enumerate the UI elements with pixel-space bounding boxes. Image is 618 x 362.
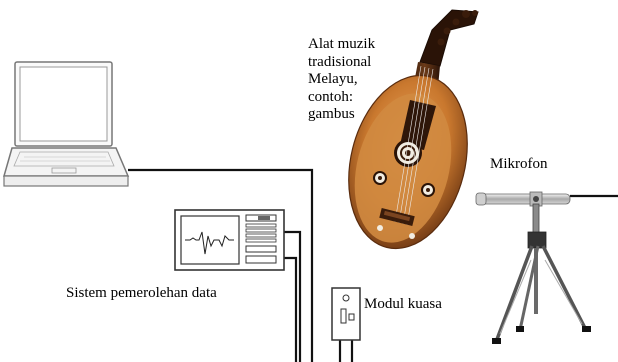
microphone-icon [475,191,571,207]
instrument-label: Alat muzik tradisional Melayu, contoh: g… [308,36,375,124]
power-module-label: Modul kuasa [364,296,442,312]
instrument-label-line: Melayu, [308,71,358,87]
instrument-label-line: gambus [308,106,355,122]
daq-to-power-cable-2 [284,256,298,362]
instrument-label-line: tradisional [308,53,372,70]
microphone-label: Mikrofon [490,156,548,172]
daq-system-label: Sistem pemerolehan data [66,285,217,301]
data-acquisition-unit-icon [174,209,285,271]
laptop-cable [128,168,314,362]
oud-gambus-icon [348,9,479,250]
power-module-icon [331,287,361,341]
instrument-label-line: Alat muzik [308,36,376,52]
daq-to-power-cable-1 [284,230,302,362]
rosette [394,139,422,167]
instrument-label-line: contoh: [308,88,353,105]
cables [128,168,618,362]
laptop-icon [3,61,130,187]
tripod-icon [492,203,591,344]
waveform-trace [185,231,234,255]
